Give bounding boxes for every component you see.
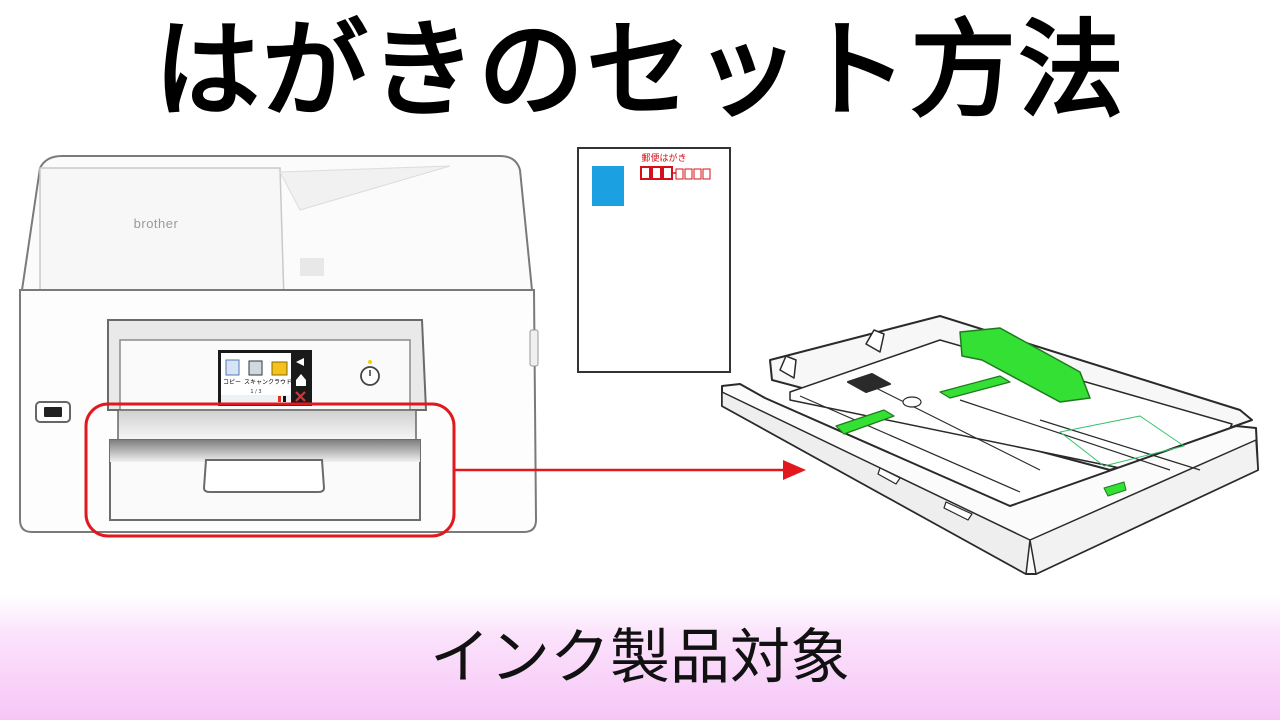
postal-code-boxes (640, 166, 711, 180)
brand-logo: brother (134, 216, 179, 231)
footer-band (0, 596, 1280, 720)
printer: brother コピー スキャン クラウド 1 / 3 (19, 155, 539, 538)
postcard: 郵便はがき (577, 147, 731, 373)
paper-tray (721, 315, 1259, 575)
touch-screen: コピー スキャン クラウド 1 / 3 (218, 350, 312, 406)
screen-page-indicator: 1 / 3 (250, 389, 261, 395)
page-title: はがきのセット方法 (154, 9, 1126, 132)
screen-label-copy: コピー (223, 379, 241, 386)
screen-label-cloud: クラウド (268, 378, 292, 386)
footer-label: インク製品対象 (430, 623, 850, 693)
postcard-header: 郵便はがき (641, 152, 686, 164)
arrow-icon (454, 460, 806, 480)
screen-label-scan: スキャン (244, 379, 268, 386)
stamp-area (592, 166, 624, 206)
